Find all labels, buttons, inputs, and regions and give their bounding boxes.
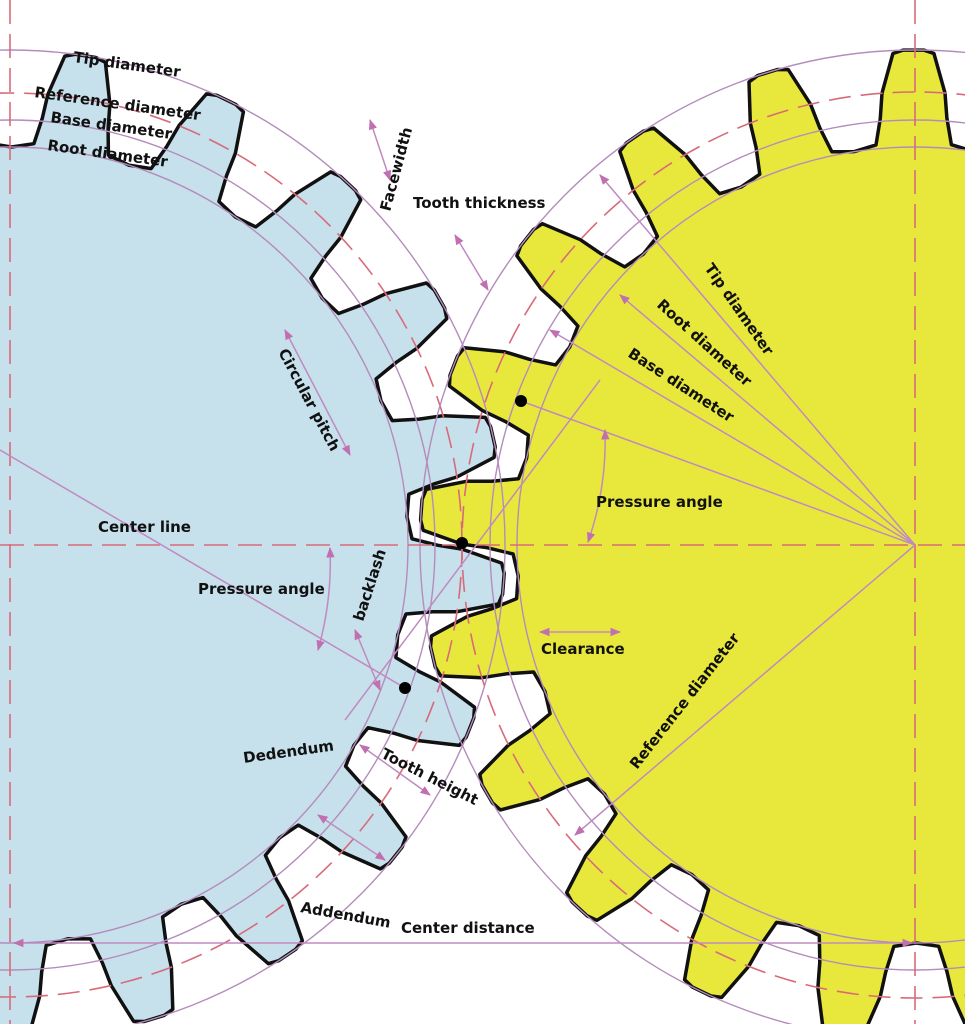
right-pressure-line: [520, 400, 916, 546]
circular-pitch-arrow: [284, 329, 351, 456]
left-pressure-line: [0, 449, 406, 689]
label-facewidth: Facewidth: [376, 125, 416, 213]
label-center-line: Center line: [98, 518, 191, 536]
dedendum-addendum-arrow: [317, 814, 386, 861]
left-pressure-angle-arc: [316, 546, 335, 652]
backlash-arrow: [354, 629, 381, 691]
label-addendum: Addendum: [299, 898, 392, 932]
label-clearance: Clearance: [541, 640, 625, 658]
contact-point-upper: [515, 395, 527, 407]
right-tip-diameter-line: [599, 174, 916, 546]
contact-point-lower: [399, 682, 411, 694]
pitch-point: [456, 537, 468, 549]
dimension-lines: [0, 119, 916, 948]
right-root-diameter-line: [619, 294, 916, 546]
label-right-pressure-angle: Pressure angle: [596, 493, 723, 511]
right-pressure-angle-arc: [587, 428, 610, 543]
right-reference-diameter-line: [574, 544, 916, 836]
label-tooth-thickness: Tooth thickness: [413, 194, 546, 212]
line-of-action: [344, 379, 601, 721]
facewidth-arrow: [369, 119, 391, 181]
label-center-distance: Center distance: [401, 919, 535, 937]
right-base-diameter-line: [549, 329, 916, 546]
tooth-thickness-arrow: [454, 234, 489, 291]
label-left-pressure-angle: Pressure angle: [198, 580, 325, 598]
tooth-height-arrow: [359, 744, 431, 796]
